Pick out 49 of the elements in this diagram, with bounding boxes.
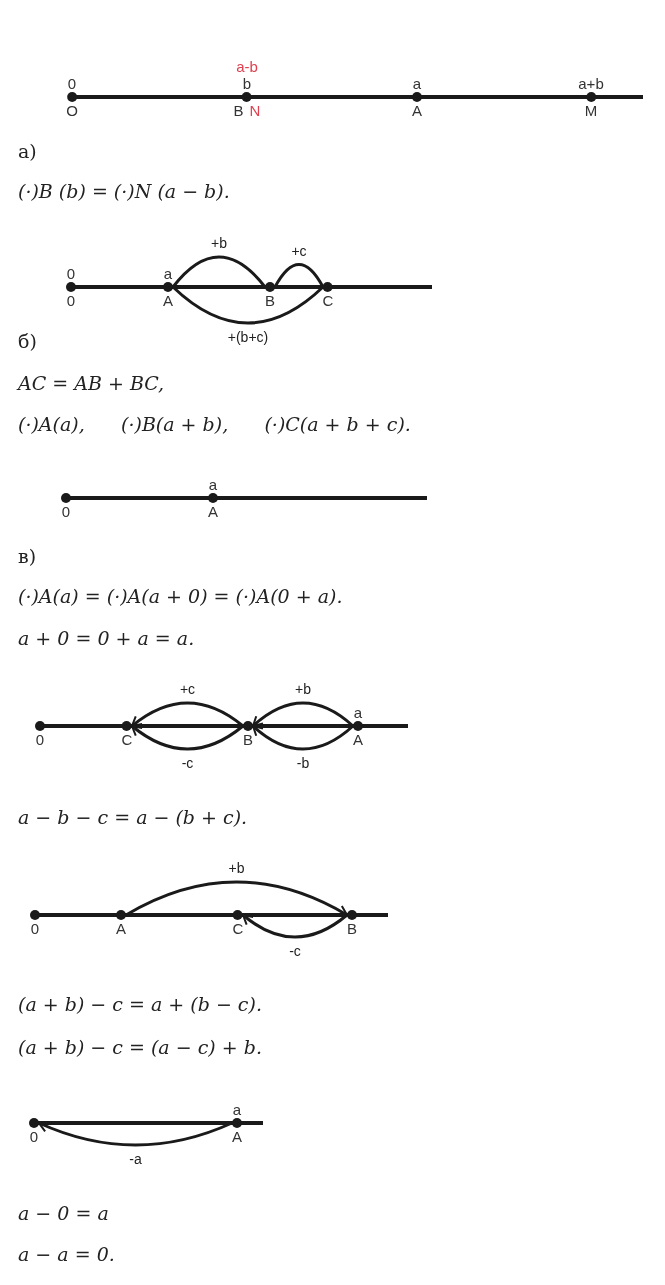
point-label: B <box>243 731 253 748</box>
point-label: O <box>66 102 78 119</box>
point-label: a <box>232 1101 242 1118</box>
point-label: a <box>353 704 363 721</box>
formula: (·)B (b) = (·)N (a − b). <box>18 180 230 203</box>
point-label: M <box>584 102 598 119</box>
point-label: C <box>121 731 133 748</box>
point-label: a-b <box>236 58 258 75</box>
edge-label: +b <box>293 681 313 697</box>
point-label: N <box>249 102 261 119</box>
point-label: 0 <box>67 75 77 92</box>
point-label: 0 <box>30 920 40 937</box>
section-marker: в) <box>18 545 37 568</box>
point-label: B <box>347 920 357 937</box>
point-label: a <box>208 476 218 493</box>
formula: (·)A(a), (·)B(a + b), (·)C(a + b + c). <box>18 413 411 436</box>
point-label: 0 <box>66 292 76 309</box>
edge-label: +b <box>226 860 247 876</box>
point-label: A <box>163 292 173 309</box>
formula: (a + b) − c = (a − c) + b. <box>18 1036 262 1059</box>
formula: (·)A(a) = (·)A(a + 0) = (·)A(0 + a). <box>18 585 343 608</box>
point-label: a+b <box>578 75 604 92</box>
edge-label: +(b+c) <box>225 329 271 345</box>
point-label: b <box>242 75 252 92</box>
formula: AC = AB + BC, <box>18 372 165 395</box>
point-label: C <box>232 920 244 937</box>
point-label: A <box>116 920 126 937</box>
edge-label: +b <box>209 235 229 251</box>
point-label: 0 <box>29 1128 39 1145</box>
point-label: A <box>208 503 218 520</box>
formula: a − 0 = a <box>18 1202 109 1225</box>
section-marker: а) <box>18 140 37 163</box>
point-label: A <box>232 1128 242 1145</box>
point-label: a <box>163 265 173 282</box>
formula: a + 0 = 0 + a = a. <box>18 627 195 650</box>
point-label: B <box>265 292 275 309</box>
point-label: A <box>412 102 422 119</box>
point-label: B <box>233 102 244 119</box>
formula: a − b − c = a − (b + c). <box>18 806 248 829</box>
point-label: 0 <box>35 731 45 748</box>
edge-label: -b <box>294 755 312 771</box>
formula: (a + b) − c = a + (b − c). <box>18 993 262 1016</box>
point-label: a <box>412 75 422 92</box>
point-label: 0 <box>66 265 76 282</box>
point-label: C <box>322 292 334 309</box>
formula: a − a = 0. <box>18 1243 115 1266</box>
point-label: A <box>353 731 363 748</box>
section-marker: б) <box>18 330 37 353</box>
point-label: 0 <box>61 503 71 520</box>
